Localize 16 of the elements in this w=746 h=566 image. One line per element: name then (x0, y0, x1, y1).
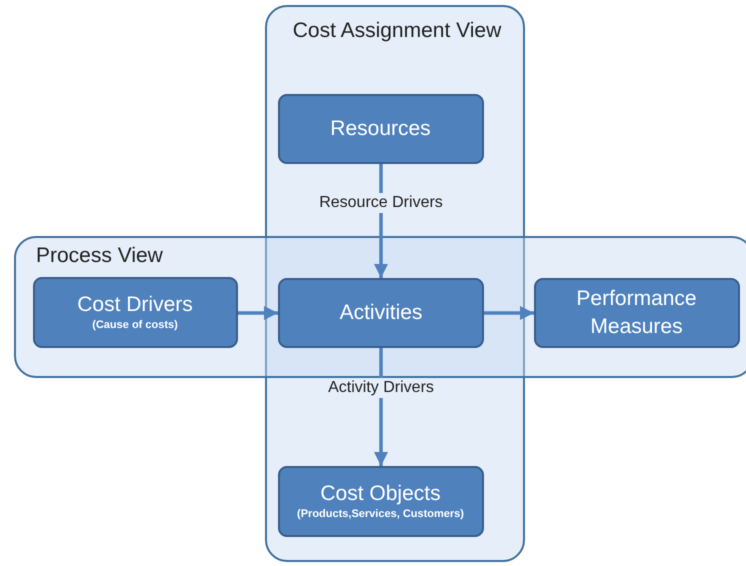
view-title: Process View (36, 243, 164, 269)
process-box (534, 278, 740, 348)
box-title: Cost Drivers (77, 292, 193, 318)
process-box (32, 276, 238, 348)
box-subtitle: (Cause of costs) (91, 318, 179, 334)
process-box (278, 466, 484, 536)
process-box (278, 94, 484, 164)
arrow (238, 306, 278, 320)
box-subtitle: (Products,Services, Customers) (296, 507, 465, 522)
box-title: Cost Objects (320, 480, 441, 507)
box-title: Activities (340, 300, 422, 326)
arrow (484, 306, 534, 320)
view-title: Cost Assignment View (292, 18, 502, 44)
box-title: Resources (330, 116, 431, 142)
box-title: Performance Measures (575, 286, 698, 340)
process-box (278, 278, 484, 348)
